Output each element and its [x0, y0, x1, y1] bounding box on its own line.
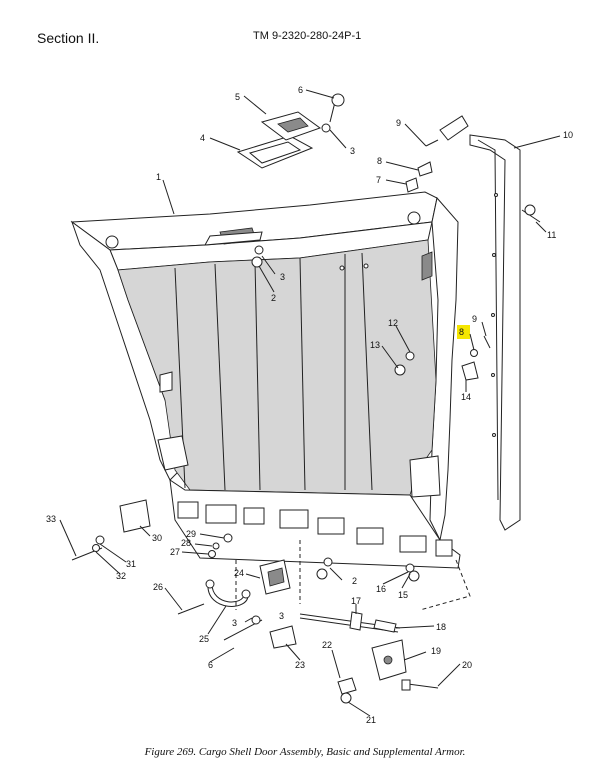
callout-19: 19	[431, 646, 441, 656]
callout-22: 22	[322, 640, 332, 650]
callout-10: 10	[563, 130, 573, 140]
callout-7: 7	[376, 175, 381, 185]
callout-1: 1	[156, 172, 161, 182]
callout-11: 11	[547, 230, 556, 240]
callout-23: 23	[295, 660, 305, 670]
callout-highlight	[457, 325, 470, 339]
callout-20: 20	[462, 660, 472, 670]
callout-2: 2	[271, 293, 276, 303]
callout-8: 8	[377, 156, 382, 166]
callout-4: 4	[200, 133, 205, 143]
callout-24: 24	[234, 568, 244, 578]
callout-26: 26	[153, 582, 163, 592]
callout-33: 33	[46, 514, 56, 524]
hardware	[71, 115, 541, 704]
callout-8: 8	[459, 327, 464, 337]
mount-plates	[236, 93, 345, 169]
callout-32: 32	[116, 571, 126, 581]
callout-3: 3	[350, 146, 355, 156]
callout-3: 3	[279, 611, 284, 621]
callout-labels: 1 2 3 2 3 3 4 5 6 3 7 8 9 10 11 12 13 8 …	[46, 85, 573, 725]
callout-2: 2	[352, 576, 357, 586]
callout-31: 31	[126, 559, 136, 569]
callout-6: 6	[298, 85, 303, 95]
callout-17: 17	[351, 596, 361, 606]
lower-frame-windows	[177, 501, 453, 557]
callout-14: 14	[461, 392, 471, 402]
callout-3: 3	[280, 272, 285, 282]
callout-21: 21	[366, 715, 376, 725]
callout-12: 12	[388, 318, 398, 328]
section-heading: Section II.	[37, 30, 100, 46]
callout-13: 13	[370, 340, 380, 350]
callout-29: 29	[186, 529, 196, 539]
callout-27: 27	[170, 547, 180, 557]
tm-number: TM 9-2320-280-24P-1	[253, 30, 362, 42]
callout-16: 16	[376, 584, 386, 594]
door-panel	[70, 191, 461, 569]
callout-18: 18	[436, 622, 446, 632]
callout-28: 28	[181, 538, 191, 548]
callout-6: 6	[208, 660, 213, 670]
callout-9: 9	[396, 118, 401, 128]
figure-caption: Figure 269. Cargo Shell Door Assembly, B…	[144, 746, 466, 758]
callout-3: 3	[232, 618, 237, 628]
callout-15: 15	[398, 590, 408, 600]
leader-lines	[59, 89, 561, 717]
callout-30: 30	[152, 533, 162, 543]
callout-9: 9	[472, 314, 477, 324]
seal-strip	[469, 134, 521, 531]
callout-25: 25	[199, 634, 209, 644]
callout-5: 5	[235, 92, 240, 102]
